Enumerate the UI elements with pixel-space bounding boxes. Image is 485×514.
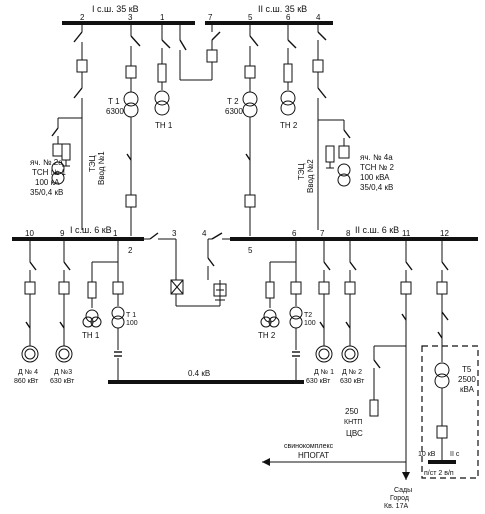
motor-d3-power: 630 кВт: [50, 378, 75, 385]
mv-cell-10-motor-d4: [21, 241, 39, 363]
mv-cell-number: 7: [320, 229, 325, 238]
mv-cell-number: 6: [292, 229, 297, 238]
t5-unit: кВА: [460, 385, 475, 394]
feed1-tec-label: ТЭЦ: [88, 155, 97, 172]
gorod-label: Город: [390, 495, 409, 502]
tn2-mv-label: ТН 2: [258, 331, 276, 340]
mv-cell-number: 1: [113, 229, 118, 238]
hv-cell-1-tn1: [154, 25, 171, 116]
t5-power: 2500: [458, 375, 476, 384]
mv-cell-11-feeder: [262, 241, 413, 480]
sady-label: Сады: [394, 487, 412, 494]
t2-label: Т 2: [227, 97, 239, 106]
mv-sectional-switch-right: [207, 232, 230, 306]
t1-label: Т 1: [108, 97, 120, 106]
tn1-hv-label: ТН 1: [155, 121, 173, 130]
motor-d1-power: 630 кВт: [306, 378, 331, 385]
t2-power: 6300: [225, 107, 243, 116]
ps-section-label: II с: [450, 451, 460, 458]
t2-mv-label: Т2: [304, 312, 312, 319]
t1-power: 6300: [106, 107, 124, 116]
mv-cell-number: 5: [248, 246, 253, 255]
tsn2-label: 100 кВА: [360, 173, 390, 182]
hv-cell-number: 3: [128, 13, 133, 22]
motor-d4-label: Д № 4: [18, 369, 38, 376]
bus-35kv-section-1: [62, 21, 195, 25]
hv-cell-number: 1: [160, 13, 165, 22]
motor-d2-power: 630 кВт: [340, 378, 365, 385]
mv-cell-number: 2: [128, 246, 133, 255]
svinokompleks-label: свинокомплекс: [284, 443, 334, 450]
mv-cell-9-motor-d3: [55, 241, 73, 363]
tsn1-label: 100 кА: [35, 178, 60, 187]
mv-cell-number: 9: [60, 229, 65, 238]
motor-d3-label: Д №3: [54, 369, 72, 376]
bus-35kv-section-2: [205, 21, 333, 25]
mv-tn1-t1-cell: [82, 241, 125, 380]
hv-cell-2-tsn1: [51, 25, 88, 230]
hv-cell-6-tn2: [280, 25, 297, 116]
bus-35kv-2-label: II с.ш. 35 кВ: [258, 4, 307, 14]
mv-cell-8-motor-d2: [341, 241, 359, 363]
motor-d1-label: Д № 1: [314, 369, 334, 376]
feed2-input-label: Ввод №2: [306, 159, 315, 193]
tsn2-label: яч. № 4а: [360, 153, 393, 162]
kv17a-label: Кв. 17А: [384, 503, 408, 510]
hv-cell-number: 7: [208, 13, 213, 22]
substation-frame: [421, 345, 479, 479]
feed2-tec-label: ТЭЦ: [297, 163, 306, 180]
tsn1-label: ТСН № 1: [32, 168, 66, 177]
bus-6kv-section-1: [12, 237, 144, 241]
tn1-mv-label: ТН 1: [82, 331, 100, 340]
hv-cell-number: 6: [286, 13, 291, 22]
mv-tn2-t2-cell: [260, 241, 303, 380]
bus-6kv-1-label: I с.ш. 6 кВ: [70, 225, 112, 235]
kntp-label: КНТП: [344, 419, 362, 426]
bus-6kv-section-2: [230, 237, 478, 241]
motor-d4-power: 860 кВт: [14, 378, 39, 385]
mv-cell-number: 3: [172, 229, 177, 238]
mv-cell-7-motor-d1: [315, 241, 333, 363]
hv-cell-5-transformer-t2: [242, 25, 259, 236]
bus-04kv: [108, 380, 304, 384]
t5-label: Т5: [462, 365, 472, 374]
mv-cell-number: 12: [440, 229, 449, 238]
bus-35kv-1-label: I с.ш. 35 кВ: [92, 4, 139, 14]
motor-d2-label: Д № 2: [342, 369, 362, 376]
bus-04kv-label: 0.4 кВ: [188, 369, 210, 378]
t2-mv-power: 100: [304, 320, 316, 327]
bus-6kv-2-label: II с.ш. 6 кВ: [355, 225, 399, 235]
tsn2-label: 35/0,4 кВ: [360, 183, 393, 192]
tn2-hv-label: ТН 2: [280, 121, 298, 130]
hv-cell-4-tsn2: [312, 25, 351, 230]
mv-cell-number: 8: [346, 229, 351, 238]
mv-cell-number: 4: [202, 229, 207, 238]
mv-cell-12-transformer-t5: [428, 241, 456, 464]
feed1-input-label: Ввод №1: [97, 151, 106, 185]
tsn1-label: яч. № 2а: [30, 158, 63, 167]
hv-cell-number: 5: [248, 13, 253, 22]
tsn1-label: 35/0,4 кВ: [30, 188, 63, 197]
mv-cell-number: 10: [25, 229, 34, 238]
kntp-power: 250: [345, 407, 359, 416]
hv-cell-number: 4: [316, 13, 321, 22]
npogat-label: НПОГАТ: [298, 451, 329, 460]
t1-mv-label: Т 1: [126, 312, 136, 319]
tsn2-label: ТСН № 2: [360, 163, 394, 172]
hv-cell-number: 2: [80, 13, 85, 22]
hv-sectional-link: [179, 25, 221, 81]
t1-mv-power: 100: [126, 320, 138, 327]
mv-cell-number: 11: [402, 229, 411, 238]
mv-sectional-switch-left: [144, 232, 220, 307]
ps-kv-label: 10 кВ: [418, 451, 436, 458]
ps-name-label: п/ст 2 в/п: [424, 470, 454, 477]
hv-cell-3-transformer-t1: [123, 25, 141, 236]
cvs-label: ЦВС: [346, 429, 363, 438]
